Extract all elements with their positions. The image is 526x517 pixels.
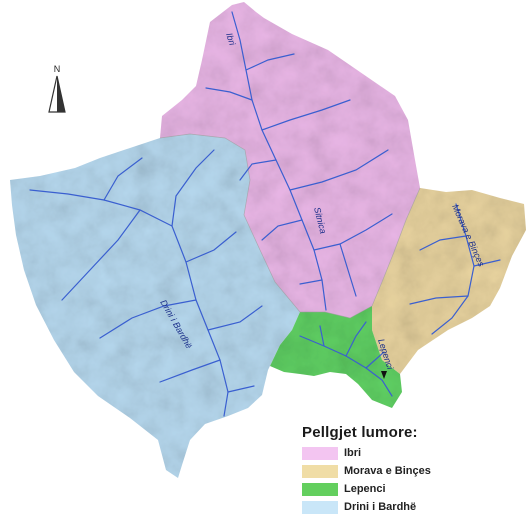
north-arrow: N bbox=[48, 64, 66, 113]
legend-title: Pellgjet lumore: bbox=[302, 424, 418, 441]
river-label-ibri: Ibri bbox=[224, 32, 238, 48]
basin-ibri bbox=[160, 2, 420, 318]
legend-item-morava: Morava e Binçes bbox=[302, 463, 492, 479]
legend-swatch bbox=[302, 464, 338, 478]
legend-item-drini: Drini i Bardhë bbox=[302, 499, 492, 515]
north-arrow-fill bbox=[57, 76, 65, 112]
outlet-marker-icon bbox=[381, 371, 387, 379]
north-label: N bbox=[54, 64, 61, 74]
legend-item-ibri: Ibri bbox=[302, 445, 492, 461]
legend-item-lepenci: Lepenci bbox=[302, 481, 492, 497]
legend-swatch bbox=[302, 482, 338, 496]
legend: Pellgjet lumore: Ibri Morava e Binçes Le… bbox=[302, 424, 492, 517]
legend-label: Ibri bbox=[344, 447, 362, 459]
legend-label: Lepenci bbox=[344, 483, 386, 495]
legend-swatch bbox=[302, 500, 338, 514]
basin-lepenci bbox=[270, 306, 402, 408]
legend-swatch bbox=[302, 446, 338, 460]
legend-label: Drini i Bardhë bbox=[344, 501, 417, 513]
basin-borders bbox=[159, 133, 421, 319]
basin-morava bbox=[372, 188, 526, 374]
river-network bbox=[29, 11, 501, 417]
legend-label: Morava e Binçes bbox=[344, 465, 431, 477]
